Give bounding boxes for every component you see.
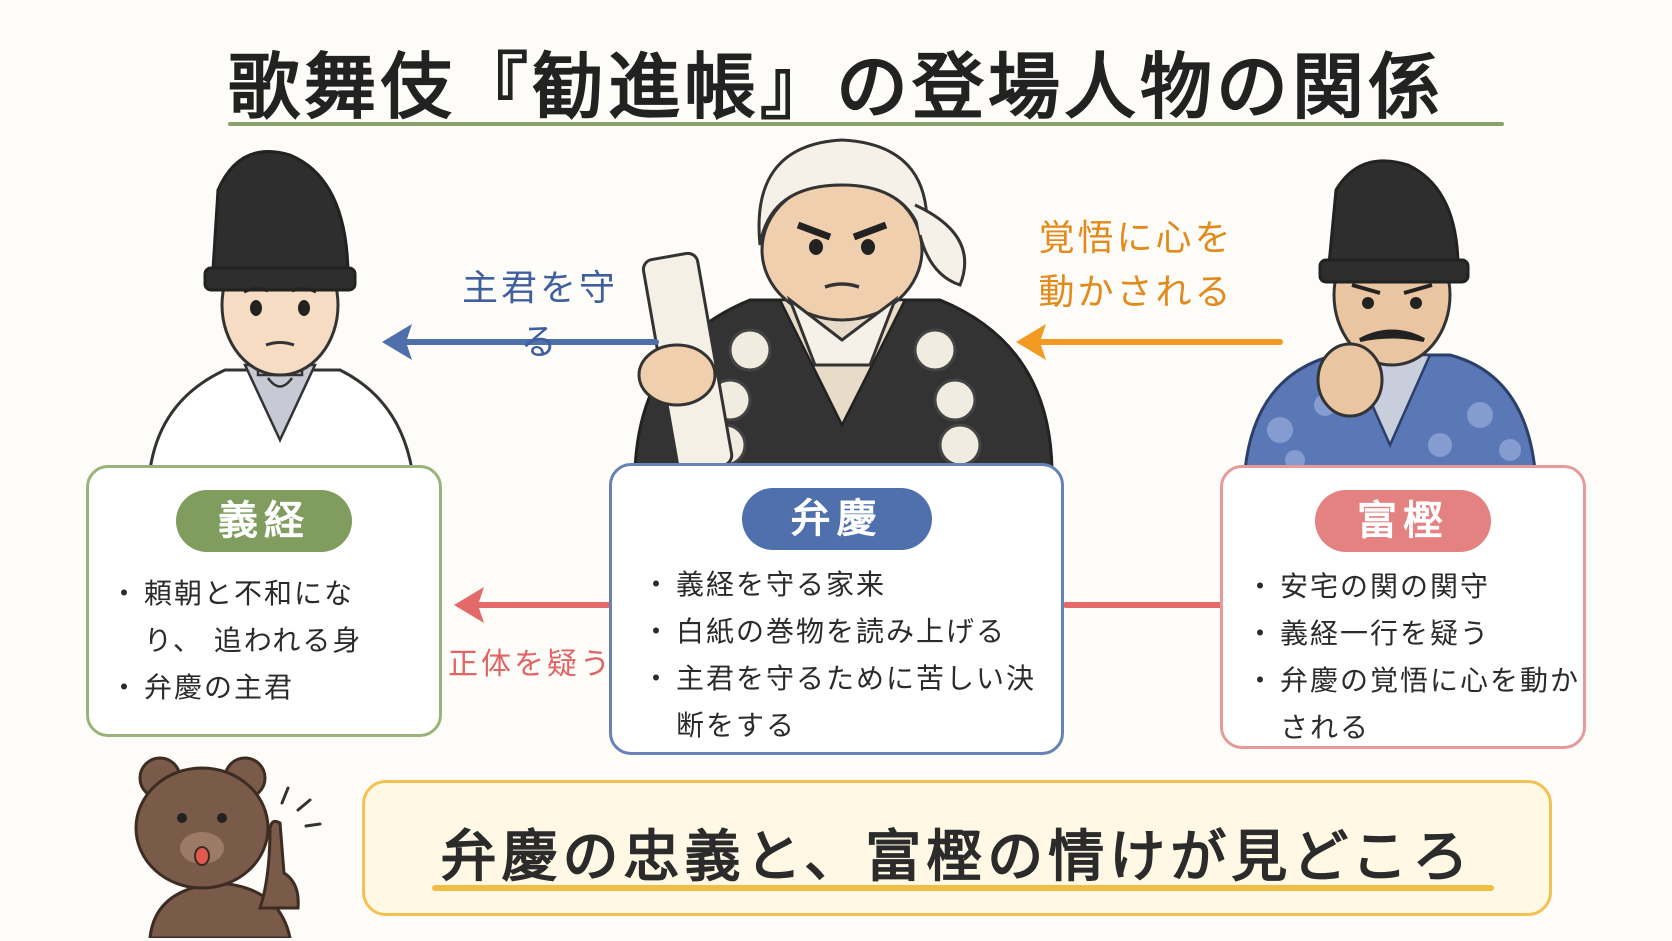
- character-points-benkei: 義経を守る家来 白紙の巻物を読み上げる 主君を守るために苦しい決断をする: [642, 561, 1056, 749]
- page-title: 歌舞伎『勧進帳』の登場人物の関係: [227, 45, 1444, 129]
- summary-underline: [432, 885, 1494, 891]
- list-item: 頼朝と不和になり、 追われる身: [110, 570, 434, 664]
- arrow-togashi-to-yoshitsune: [454, 587, 612, 623]
- relation-label-moved: 覚悟に心を動かされる: [1038, 218, 1234, 313]
- summary-text: 弁慶の忠義と、富樫の情けが見どころ: [440, 825, 1474, 890]
- relation-label-protect: 主君を守る: [461, 268, 618, 363]
- list-item: 主君を守るために苦しい決断をする: [642, 655, 1056, 749]
- character-points-yoshitsune: 頼朝と不和になり、 追われる身 弁慶の主君: [110, 570, 434, 711]
- character-points-togashi: 安宅の関の関守 義経一行を疑う 弁慶の覚悟に心を動かされる: [1246, 563, 1580, 751]
- arrow-benkei-to-yoshitsune: [382, 324, 659, 360]
- character-name-benkei: 弁慶: [741, 488, 932, 550]
- character-card-yoshitsune: 義経 頼朝と不和になり、 追われる身 弁慶の主君: [86, 465, 442, 737]
- list-item: 弁慶の主君: [110, 664, 434, 711]
- barrier-guard-icon: [1243, 159, 1537, 470]
- list-item: 義経を守る家来: [642, 561, 1056, 608]
- character-card-benkei: 弁慶 義経を守る家来 白紙の巻物を読み上げる 主君を守るために苦しい決断をする: [609, 463, 1064, 755]
- list-item: 義経一行を疑う: [1246, 610, 1580, 657]
- warrior-monk-icon: [633, 138, 1054, 470]
- relation-label-doubt: 正体を疑う: [448, 647, 613, 682]
- list-item: 弁慶の覚悟に心を動かされる: [1246, 657, 1580, 751]
- bear-pointing-icon: [134, 756, 322, 938]
- summary-box: [362, 780, 1552, 916]
- title-underline: [228, 122, 1504, 126]
- list-item: 安宅の関の関守: [1246, 563, 1580, 610]
- character-card-togashi: 富樫 安宅の関の関守 義経一行を疑う 弁慶の覚悟に心を動かされる: [1220, 465, 1586, 749]
- character-name-yoshitsune: 義経: [176, 490, 352, 552]
- character-name-togashi: 富樫: [1315, 490, 1491, 552]
- arrow-togashi-to-benkei: [1016, 324, 1283, 360]
- list-item: 白紙の巻物を読み上げる: [642, 608, 1056, 655]
- noble-man-icon: [148, 150, 414, 470]
- connector-togashi-line: [1064, 602, 1224, 608]
